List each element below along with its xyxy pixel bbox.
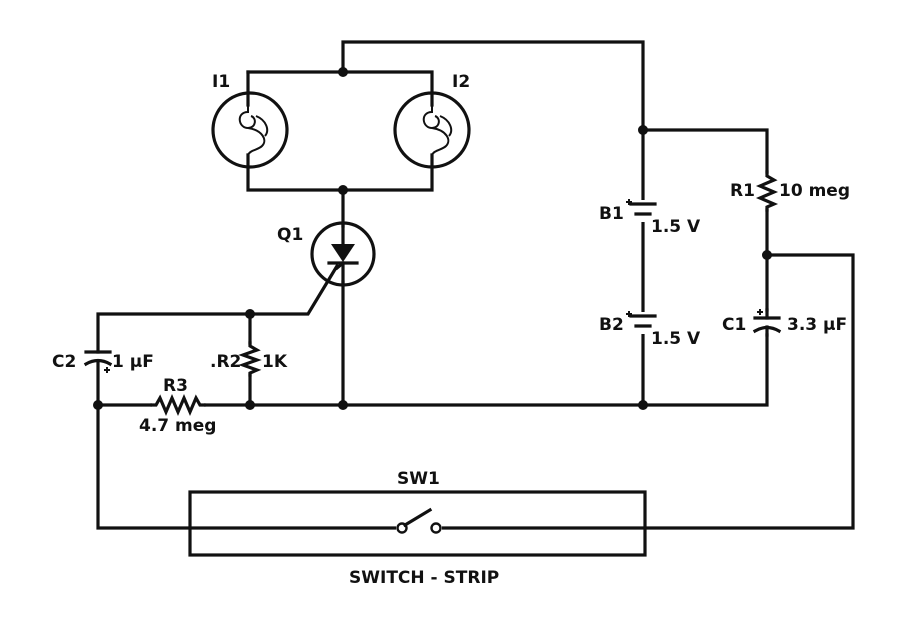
resistor-r2-value: 1K (262, 352, 288, 372)
wires (96, 40, 855, 530)
resistor-icon (238, 341, 262, 377)
capacitor-c2-label: C2 (52, 352, 76, 372)
scr-icon (327, 224, 359, 284)
resistor-r2: .R2 1K (210, 341, 288, 377)
resistor-r1: R1 10 meg (730, 170, 850, 212)
capacitor-c1-label: C1 (722, 315, 746, 335)
lamp-i2: I2 (393, 72, 471, 169)
capacitor-c2: C2 1 µF (52, 350, 154, 373)
switch-strip-label: SWITCH - STRIP (349, 568, 499, 588)
resistor-r3-value: 4.7 meg (139, 416, 216, 436)
battery-b1-value: 1.5 V (651, 217, 701, 237)
resistor-r1-label: R1 (730, 181, 755, 201)
resistor-r2-label: .R2 (210, 352, 241, 372)
capacitor-c1: C1 3.3 µF (722, 308, 847, 337)
battery-icon (626, 311, 657, 328)
resistor-icon (150, 393, 206, 417)
scr-q1-label: Q1 (277, 225, 303, 245)
battery-b2: B2 1.5 V (599, 311, 701, 349)
battery-b1-label: B1 (599, 204, 624, 224)
resistor-icon (755, 170, 779, 212)
capacitor-c1-value: 3.3 µF (787, 315, 847, 335)
scr-q1: Q1 (277, 221, 376, 287)
resistor-r1-value: 10 meg (779, 181, 850, 201)
battery-b2-value: 1.5 V (651, 329, 701, 349)
switch-strip: SW1 SWITCH - STRIP (188, 469, 647, 588)
battery-icon (626, 199, 657, 216)
capacitor-c2-value: 1 µF (112, 352, 154, 372)
capacitor-icon (752, 308, 782, 337)
lamp-i2-label: I2 (452, 72, 470, 92)
junctions (93, 67, 772, 410)
capacitor-icon (83, 350, 113, 373)
lamp-i1: I1 (211, 72, 289, 169)
switch-icon (396, 507, 442, 537)
battery-b1: B1 1.5 V (599, 199, 701, 237)
resistor-r3-label: R3 (163, 376, 188, 396)
resistor-r3: R3 4.7 meg (139, 376, 216, 436)
switch-sw1-label: SW1 (397, 469, 440, 489)
lamp-icon (238, 105, 269, 156)
lamp-icon (422, 105, 453, 156)
battery-b2-label: B2 (599, 315, 624, 335)
lamp-i1-label: I1 (212, 72, 230, 92)
